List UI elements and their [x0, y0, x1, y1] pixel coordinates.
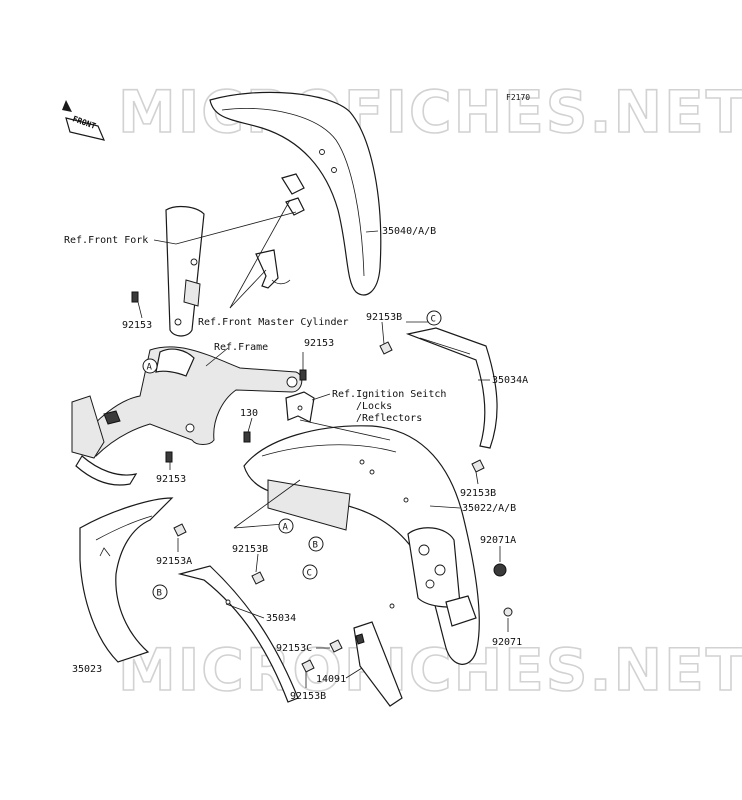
label-92071a: 92071A — [480, 535, 516, 546]
callout-b-left: B — [152, 584, 168, 600]
label-92153-lower: 92153 — [156, 474, 186, 485]
label-92153b-top: 92153B — [366, 312, 402, 323]
label-ref-ignition-3: /Reflectors — [356, 413, 422, 424]
diagram-code: F2170 — [506, 93, 530, 102]
label-92153-fork: 92153 — [122, 320, 152, 331]
label-92153-frame: 92153 — [304, 338, 334, 349]
label-92153a: 92153A — [156, 556, 192, 567]
frame-section — [71, 346, 303, 486]
label-35034a: 35034A — [492, 375, 528, 386]
label-ref-ignition-2: /Locks — [356, 401, 392, 412]
front-fender — [209, 91, 382, 296]
fasteners — [131, 291, 513, 673]
label-ref-front-master-cylinder: Ref.Front Master Cylinder — [198, 317, 349, 328]
label-ref-front-fork: Ref.Front Fork — [64, 235, 148, 246]
svg-text:A: A — [283, 523, 289, 533]
watermark-top: MICROFICHES.NET — [118, 78, 742, 146]
label-92153b-right: 92153B — [460, 488, 496, 499]
svg-text:B: B — [313, 541, 318, 551]
svg-text:A: A — [147, 363, 153, 373]
svg-text:C: C — [431, 315, 436, 325]
master-cylinder-bracket — [255, 249, 291, 289]
rear-fender — [243, 425, 480, 665]
label-130: 130 — [240, 408, 258, 419]
label-92153b-bottom: 92153B — [290, 691, 326, 702]
label-ref-frame: Ref.Frame — [214, 342, 268, 353]
front-arrow-badge: FRONT — [62, 100, 106, 141]
leader-lines — [137, 199, 509, 688]
inner-fender — [79, 497, 174, 663]
side-stay-upper — [405, 327, 498, 449]
callout-a-lower: A — [278, 518, 294, 534]
callout-c-upper: C — [426, 310, 442, 326]
mudflap-bracket — [353, 621, 403, 707]
callout-b-right: B — [308, 536, 324, 552]
label-35040: 35040/A/B — [382, 226, 436, 237]
label-ref-ignition-1: Ref.Ignition Seitch — [332, 389, 446, 400]
ignition-bracket — [285, 391, 315, 423]
label-35022: 35022/A/B — [462, 503, 516, 514]
label-92071: 92071 — [492, 637, 522, 648]
label-35023: 35023 — [72, 664, 102, 675]
label-14091: 14091 — [316, 674, 346, 685]
label-92153b-mid: 92153B — [232, 544, 268, 555]
svg-text:C: C — [307, 569, 312, 579]
watermark-bottom: MICROFICHES.NET — [118, 636, 742, 704]
svg-text:B: B — [157, 589, 162, 599]
label-92153c: 92153C — [276, 643, 312, 654]
callout-c-lower: C — [302, 564, 318, 580]
callout-a-upper: A — [142, 358, 158, 374]
label-35034: 35034 — [266, 613, 296, 624]
